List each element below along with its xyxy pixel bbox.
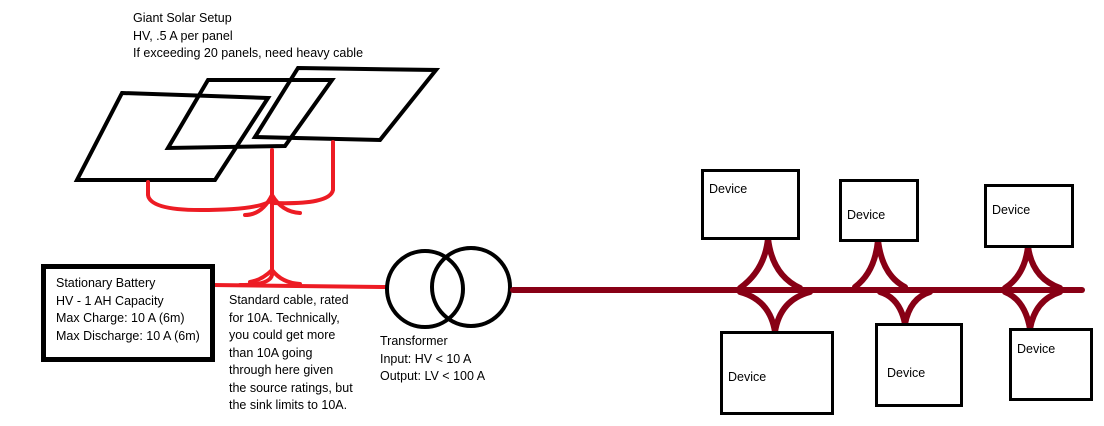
- hv-wires: [146, 140, 387, 289]
- device-box: Device: [984, 184, 1074, 248]
- device-label: Device: [887, 366, 926, 380]
- note-line: the source ratings, but: [229, 380, 353, 395]
- note-line: through here given: [229, 363, 334, 377]
- solar-title: Giant Solar Setup: [133, 11, 232, 25]
- battery-title: Stationary Battery: [56, 276, 156, 290]
- wire: [877, 289, 933, 327]
- transformer-coils: [385, 246, 512, 329]
- cable-note: Standard cable, rated for 10A. Technicall…: [229, 292, 353, 415]
- wire: [238, 148, 274, 287]
- transformer-output: Output: LV < 100 A: [380, 369, 486, 383]
- battery-capacity: HV - 1 AH Capacity: [56, 293, 164, 308]
- wire: [210, 283, 387, 289]
- solar-panel: [73, 90, 272, 182]
- solar-panel: [251, 65, 441, 143]
- device-label: Device: [728, 370, 767, 384]
- device-label: Device: [847, 208, 886, 222]
- transformer-title: Transformer: [380, 334, 448, 348]
- wire: [737, 235, 803, 291]
- wire: [270, 140, 335, 206]
- transformer-input: Input: HV < 10 A: [380, 351, 472, 366]
- note-line: Standard cable, rated: [229, 293, 349, 307]
- device-box: Device: [875, 323, 963, 407]
- lv-wires: [510, 235, 1085, 335]
- note-line: you could get more: [229, 328, 336, 342]
- note-line: for 10A. Technically,: [229, 310, 340, 325]
- solar-rating: HV, .5 A per panel: [133, 28, 233, 43]
- device-box: Device: [720, 331, 834, 415]
- device-box: Device: [839, 179, 919, 242]
- transformer-coil: [385, 249, 465, 329]
- battery-max-charge: Max Charge: 10 A (6m): [56, 311, 185, 325]
- solar-panels: [73, 65, 441, 182]
- device-box: Device: [1009, 328, 1093, 401]
- device-label: Device: [1017, 342, 1056, 356]
- device-label: Device: [992, 203, 1031, 217]
- wire: [737, 289, 813, 335]
- note-line: than 10A going: [229, 345, 313, 360]
- battery-max-discharge: Max Discharge: 10 A (6m): [56, 328, 200, 343]
- wire: [146, 180, 274, 213]
- wire: [248, 268, 302, 286]
- wire: [1002, 243, 1063, 291]
- transformer-coil: [430, 246, 512, 328]
- wire: [243, 193, 302, 217]
- device-label: Device: [709, 182, 748, 196]
- solar-note: If exceeding 20 panels, need heavy cable: [133, 46, 364, 60]
- note-line: the sink limits to 10A.: [229, 398, 348, 412]
- wire: [1002, 289, 1063, 332]
- wire: [852, 237, 908, 290]
- device-box: Device: [701, 169, 800, 240]
